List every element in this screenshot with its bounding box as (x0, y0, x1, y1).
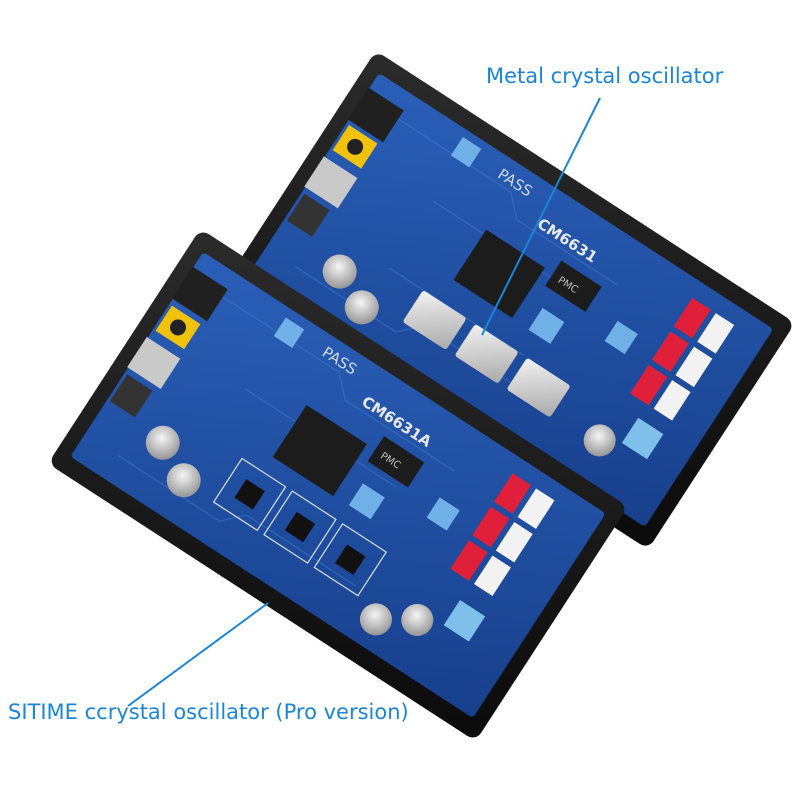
metal-oscillator (507, 358, 570, 417)
top-dac-board: PMC CM6631 PASS (232, 54, 792, 546)
bottom-usb-port (127, 336, 181, 389)
bottom-output-jacks (450, 473, 555, 597)
metal-callout-line (481, 97, 601, 336)
metal-oscillator-label: Metal crystal oscillator (486, 64, 724, 88)
top-optical-port (347, 87, 404, 143)
bottom-dac-board: PMC CM6631A PASS (51, 232, 625, 738)
sitime-oscillator (234, 479, 265, 510)
bottom-capacitor (145, 425, 180, 460)
top-capacitor (344, 290, 379, 325)
metal-oscillator (455, 324, 518, 383)
bottom-capacitor (166, 463, 201, 498)
sitime-oscillator-area (212, 457, 388, 597)
sitime-oscillator (284, 511, 316, 543)
top-capacitor (322, 254, 357, 289)
bottom-main-chip (272, 404, 367, 497)
top-output-jacks (630, 297, 735, 421)
sitime-callout-line (127, 602, 269, 707)
metal-oscillator (403, 291, 466, 350)
top-main-chip (453, 229, 545, 319)
sitime-oscillator (335, 544, 366, 575)
sitime-oscillator-label: SITIME ccrystal oscillator (Pro version) (8, 700, 409, 724)
bottom-optical-port (171, 266, 228, 322)
top-usb-port (304, 156, 358, 209)
